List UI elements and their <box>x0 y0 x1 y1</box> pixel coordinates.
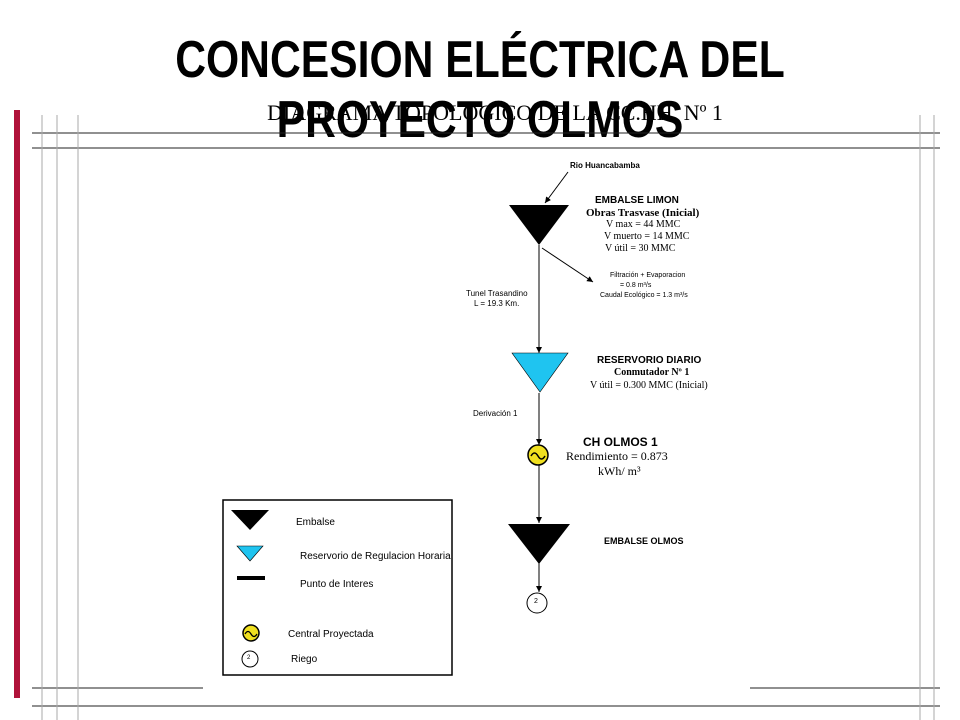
embalse-limon-sub: Obras Trasvase (Inicial) <box>586 207 700 219</box>
legend-riego-icon <box>241 650 259 668</box>
legend-central-label: Central Proyectada <box>288 629 374 640</box>
embalse-limon-vmax: V max = 44 MMC <box>606 219 681 230</box>
embalse-limon-triangle <box>509 205 569 245</box>
losses-arrow <box>541 247 594 283</box>
embalse-limon-vmuerto: V muerto = 14 MMC <box>604 231 690 242</box>
losses-line1: Filtración + Evaporacion <box>610 272 686 279</box>
riego-node-icon <box>526 592 548 614</box>
accent-bar <box>14 110 20 698</box>
derivacion-label: Derivación 1 <box>473 409 518 418</box>
legend-reservorio-icon <box>236 545 264 562</box>
reservorio-triangle <box>511 352 569 393</box>
legend-reservorio-label: Reservorio de Regulacion Horaria <box>300 551 451 562</box>
embalse-olmos-name: EMBALSE OLMOS <box>604 536 684 546</box>
losses-line2: = 0.8 m³/s <box>620 282 652 289</box>
reservorio-sub: Conmutador Nº 1 <box>614 367 690 378</box>
legend-punto-icon <box>237 576 265 580</box>
frame-verticals <box>41 115 935 720</box>
legend-embalse-label: Embalse <box>296 517 335 528</box>
legend-box <box>222 499 453 676</box>
losses-line3: Caudal Ecológico = 1.3 m³/s <box>600 292 688 299</box>
legend-punto-label: Punto de Interes <box>300 579 374 590</box>
page-title: CONCESION ELÉCTRICA DEL PROYECTO OLMOS <box>175 31 785 149</box>
legend-riego-label: Riego <box>291 654 318 665</box>
embalse-olmos-triangle <box>508 524 570 564</box>
riego-node-label: 2 <box>534 598 538 605</box>
ch-olmos-name: CH OLMOS 1 <box>583 435 658 449</box>
tunnel-label-1: Tunel Trasandino <box>466 289 528 298</box>
reservorio-vutil: V útil = 0.300 MMC (Inicial) <box>590 380 708 391</box>
ch-olmos-rendimiento: Rendimiento = 0.873 <box>566 449 668 463</box>
page-subtitle: DIAGRAMA TOPOLOGICO DE LA CC.HH. Nº 1 <box>267 100 723 125</box>
river-label: Rio Huancabamba <box>570 161 640 170</box>
river-inflow-arrow <box>544 171 569 204</box>
legend-embalse-icon <box>231 510 269 530</box>
frame-lines <box>32 132 940 707</box>
embalse-limon-vutil: V útil = 30 MMC <box>605 243 676 254</box>
embalse-limon-name: EMBALSE LIMON <box>595 195 679 206</box>
tunnel-label-2: L = 19.3 Km. <box>474 299 520 308</box>
legend-riego-node-label: 2 <box>247 655 251 661</box>
reservorio-name: RESERVORIO DIARIO <box>597 355 702 366</box>
ch-olmos-unit: kWh/ m³ <box>598 464 641 478</box>
